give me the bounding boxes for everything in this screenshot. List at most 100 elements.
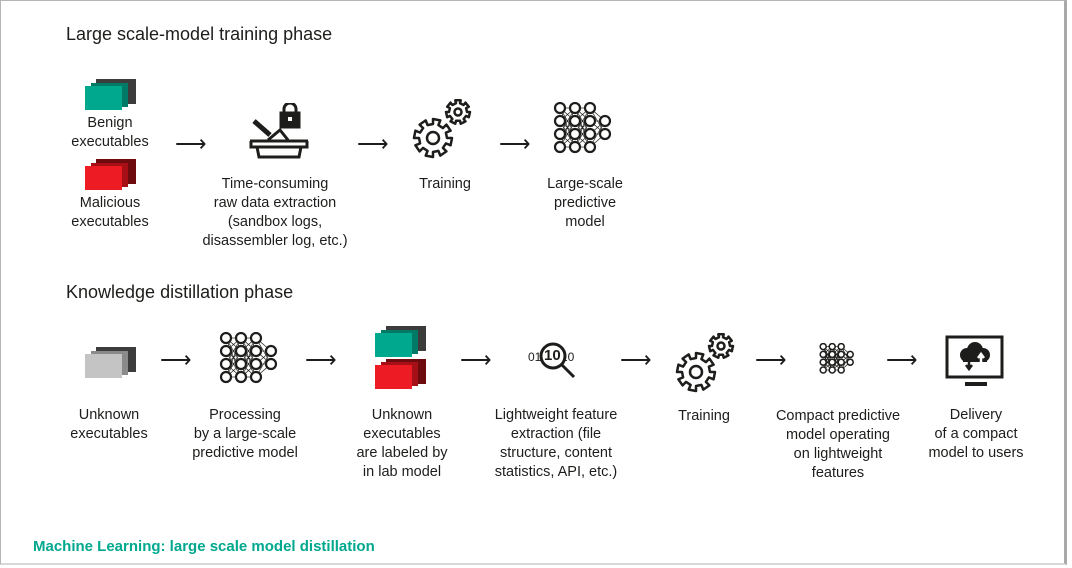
compact-model-label: Compact predictive model operating on li… (776, 407, 900, 483)
label-line: model operating (785, 427, 890, 443)
nn-connection (240, 337, 257, 378)
label-line: features (811, 465, 865, 481)
file-front (85, 354, 122, 378)
nn-node (219, 344, 233, 358)
nn-node (249, 370, 263, 384)
label-line: (sandbox logs, (227, 214, 323, 230)
nn-node (553, 140, 567, 154)
arrow-icon: ⟶ (620, 347, 652, 372)
nn-node (583, 127, 597, 141)
nn-node (819, 350, 827, 359)
phase2-title: Knowledge distillation phase (66, 282, 294, 302)
nn-node (598, 127, 612, 141)
label-line: are labeled by (356, 445, 448, 461)
malicious-files-icon (85, 159, 136, 190)
nn-node (819, 366, 827, 374)
gear-shape (707, 333, 735, 359)
arrow-icon: ⟶ (160, 347, 192, 372)
nn-connection (822, 346, 833, 371)
label-line: Compact predictive (775, 408, 901, 424)
nn-node (828, 350, 836, 359)
malicious-label: Malicious executables (71, 194, 148, 232)
nn-node (837, 350, 845, 359)
label-line: structure, content (499, 445, 613, 461)
arrow-icon: ⟶ (886, 347, 918, 372)
footer-caption: Machine Learning: large scale model dist… (33, 538, 375, 555)
arrow-icon: ⟶ (460, 347, 492, 372)
label-line: executables (70, 426, 148, 442)
label-line: executables (71, 214, 149, 230)
label-line: Unknown (78, 407, 140, 423)
nn-node (837, 343, 845, 351)
nn-node (234, 370, 248, 384)
feature-extraction-label: Lightweight feature extraction (file str… (495, 406, 618, 482)
nn-node (837, 358, 845, 366)
nn-node (828, 366, 836, 374)
nn-node (583, 102, 597, 115)
nn-node (249, 357, 263, 371)
label-line: predictive model (192, 445, 298, 461)
arrow-icon: ⟶ (755, 347, 787, 372)
gear-hole (688, 364, 704, 380)
label-line: raw data extraction (213, 195, 337, 211)
training-label: Training (419, 175, 471, 194)
delivery-label: Delivery of a compact model to users (928, 406, 1023, 463)
arrow-icon: ⟶ (175, 131, 207, 156)
nn-node (846, 350, 854, 359)
nn-node (219, 357, 233, 371)
extraction-label: Time-consuming raw data extraction (sand… (202, 175, 347, 251)
gear-shape (412, 117, 454, 159)
nn-node (264, 357, 278, 371)
nn-node (846, 358, 854, 366)
magnifier-icon (539, 342, 576, 379)
neural-network-icon (219, 332, 278, 384)
nn-node (234, 357, 248, 371)
label-line: extraction (file (510, 426, 602, 442)
nn-node (568, 102, 582, 115)
nn-node (249, 344, 263, 358)
label-line: Processing (209, 407, 281, 423)
arrow-icon: ⟶ (499, 131, 531, 156)
label-line: executables (363, 426, 441, 442)
label-line: Training (678, 408, 730, 424)
label-line: Unknown (371, 407, 433, 423)
label-line: in lab model (362, 464, 442, 480)
nn-node (583, 140, 597, 154)
benign-label: Benign executables (71, 114, 148, 152)
binary-text: 10 (544, 347, 561, 364)
nn-node (234, 332, 248, 345)
label-line: model (565, 214, 605, 230)
nn-node (553, 102, 567, 115)
label-line: Lightweight feature (494, 407, 618, 423)
label-line: Delivery (949, 407, 1003, 423)
label-line: Large-scale (547, 176, 623, 192)
nn-node (264, 344, 278, 358)
nn-node (819, 358, 827, 366)
file-front (375, 333, 412, 357)
label-line: on lightweight (793, 446, 883, 462)
label-line: executables (71, 134, 149, 150)
nn-node (249, 332, 263, 345)
nn-node (837, 366, 845, 374)
gears-icon (412, 99, 472, 159)
nn-connection (559, 107, 576, 148)
label-line: by a large-scale (193, 426, 297, 442)
label-line: predictive (553, 195, 617, 211)
nn-node (553, 114, 567, 128)
unknown-label: Unknown executables (70, 406, 147, 444)
training2-label: Training (678, 407, 730, 426)
gear-hole (716, 341, 726, 351)
nn-node (583, 114, 597, 128)
file-front (85, 166, 122, 190)
nn-node (568, 114, 582, 128)
benign-files-icon (85, 79, 136, 110)
nn-connection (574, 107, 591, 148)
nn-node (828, 343, 836, 351)
nn-node (219, 370, 233, 384)
gear-shape (675, 351, 717, 393)
gear-hole (453, 107, 463, 117)
arrow-icon: ⟶ (305, 347, 337, 372)
label-line: of a compact (934, 426, 1018, 442)
labeled-files-icon (375, 326, 426, 389)
